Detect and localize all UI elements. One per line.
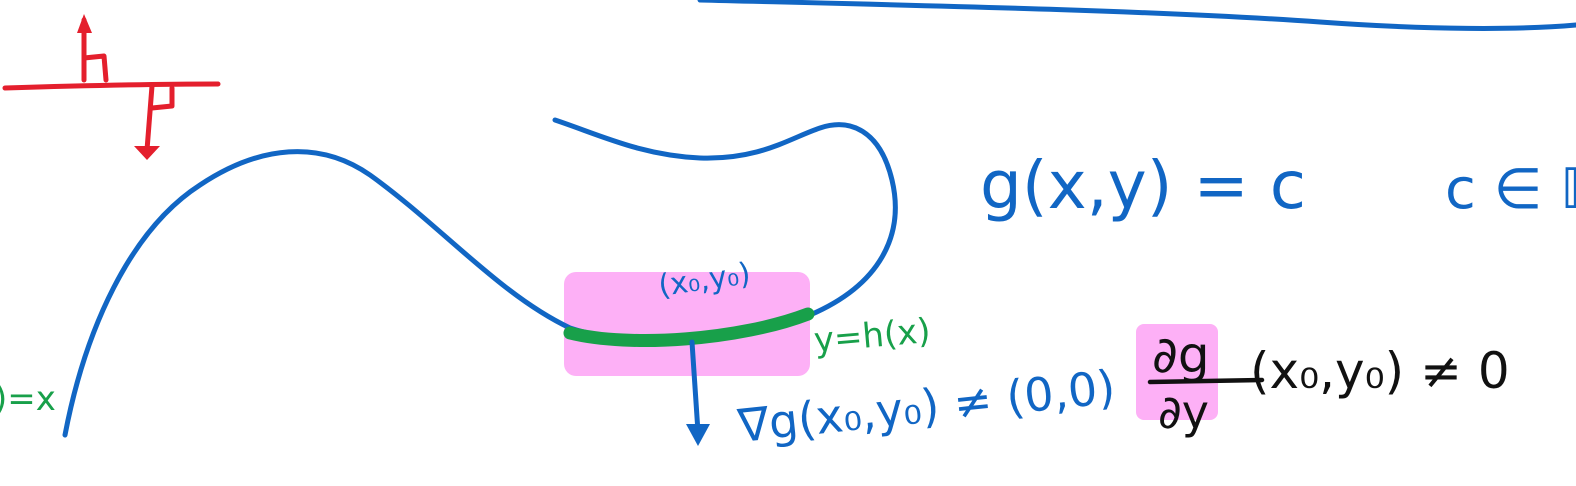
red-normal-sketch: [2, 14, 221, 160]
red-down-arrowhead: [134, 146, 160, 160]
neighborhood-highlight: [564, 272, 810, 376]
gradient-arrowhead: [686, 424, 710, 446]
constraint-set: c ∈ ℝ: [1445, 157, 1576, 222]
partial-denominator: ∂y: [1158, 385, 1209, 439]
left-edge-fragment: )=x: [0, 379, 56, 419]
top-right-curve: [697, 0, 1576, 31]
constraint-equation: g(x,y) = c: [980, 147, 1306, 224]
fraction-bar: [1147, 377, 1265, 385]
partial-args: (x₀,y₀) ≠ 0: [1250, 342, 1510, 400]
implicit-function-segment: [563, 307, 815, 347]
implicit-function-label: y=h(x): [812, 311, 932, 361]
gradient-arrow: [689, 339, 701, 435]
partial-highlight: [1136, 324, 1218, 420]
partial-numerator: ∂g: [1152, 326, 1210, 384]
red-up-arrowhead: [77, 14, 92, 33]
